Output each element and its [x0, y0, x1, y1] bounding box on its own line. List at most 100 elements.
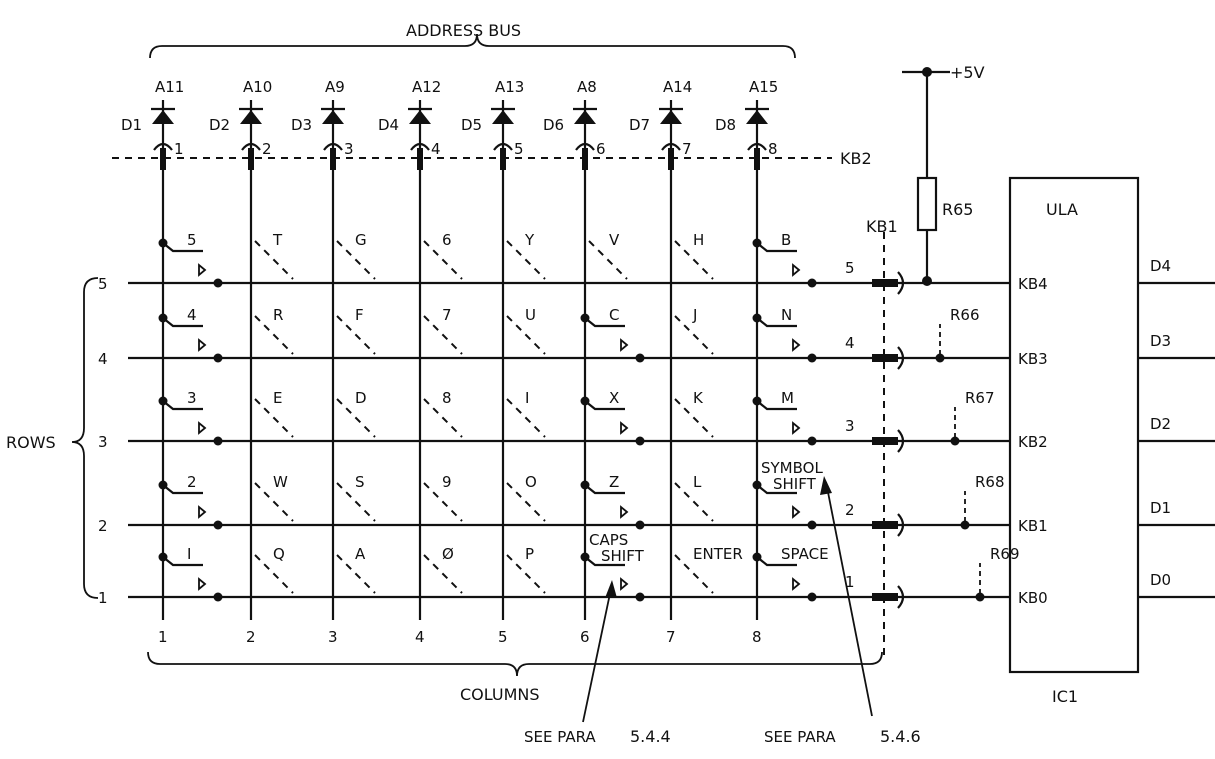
row-connector-pin	[872, 354, 898, 362]
key-dashed-link	[423, 482, 463, 522]
address-line-label: A8	[577, 78, 597, 96]
row-connector-socket	[897, 271, 905, 295]
ula-label: ULA	[1046, 200, 1078, 219]
key-label-line1: SYMBOL	[761, 459, 823, 477]
key-dashed-link	[423, 554, 463, 594]
kb2-pin-number: 6	[596, 140, 606, 158]
key-dashed-link	[506, 398, 546, 438]
switch-row-node	[807, 353, 817, 363]
row-connector-socket	[897, 585, 905, 609]
key-label-line1: CAPS	[589, 531, 628, 549]
diode-label: D5	[461, 116, 482, 134]
switch-row-node	[213, 436, 223, 446]
switch-lever	[756, 242, 797, 253]
pullup-resistor-label: R67	[965, 389, 995, 407]
key-dashed-link	[336, 554, 376, 594]
address-line-label: A12	[412, 78, 441, 96]
switch-row-node	[213, 278, 223, 288]
key-dashed-link	[336, 315, 376, 355]
address-line-label: A11	[155, 78, 184, 96]
resistor-r65-body	[916, 176, 938, 232]
switch-lever	[584, 400, 625, 411]
switch-lever	[584, 484, 625, 495]
row-pin-label: 2	[845, 501, 855, 519]
switch-lever	[162, 242, 203, 253]
switch-lever	[162, 484, 203, 495]
see-para-2-ref: 5.4.6	[880, 727, 921, 746]
switch-arrow	[792, 263, 801, 277]
row-number: 5	[98, 275, 108, 293]
switch-arrow	[620, 505, 629, 519]
row-connector-socket	[897, 513, 905, 537]
key-label: X	[609, 389, 619, 407]
pullup-node	[960, 520, 970, 530]
ula-pin-label: KB0	[1018, 589, 1048, 607]
column-number: 8	[752, 628, 762, 646]
key-dashed-link	[674, 554, 714, 594]
address-line-label: A14	[663, 78, 692, 96]
key-label: P	[525, 545, 534, 563]
kb2-pin-number: 7	[682, 140, 692, 158]
key-label: B	[781, 231, 791, 249]
data-line-label: D2	[1150, 415, 1171, 433]
switch-arrow	[198, 263, 207, 277]
see-para-1-ref: 5.4.4	[630, 727, 671, 746]
key-label: A	[355, 545, 366, 563]
key-label: K	[693, 389, 704, 407]
switch-lever	[584, 556, 625, 567]
key-label: W	[273, 473, 288, 491]
column-number: 7	[666, 628, 676, 646]
key-label-line2: SHIFT	[601, 547, 645, 565]
key-label: R	[273, 306, 283, 324]
key-dashed-link	[254, 554, 294, 594]
switch-lever	[756, 400, 797, 411]
pullup-node	[950, 436, 960, 446]
switch-row-node	[635, 592, 645, 602]
diode-label: D7	[629, 116, 650, 134]
key-dashed-link	[336, 240, 376, 280]
key-label-line2: SHIFT	[773, 475, 817, 493]
key-label: I	[525, 389, 529, 407]
switch-row-node	[213, 520, 223, 530]
row-connector-socket	[897, 346, 905, 370]
switch-arrow	[792, 505, 801, 519]
key-label: J	[692, 306, 697, 324]
diode-label: D6	[543, 116, 564, 134]
key-dashed-link	[674, 482, 714, 522]
pullup-resistor-label: R68	[975, 473, 1005, 491]
key-label: V	[609, 231, 620, 249]
row-number: 1	[98, 589, 108, 607]
key-dashed-link	[506, 240, 546, 280]
address-line-label: A15	[749, 78, 778, 96]
key-dashed-link	[674, 398, 714, 438]
key-label: 9	[442, 473, 452, 491]
switch-arrow	[620, 338, 629, 352]
key-dashed-link	[254, 315, 294, 355]
pullup-resistor-label: R69	[990, 545, 1020, 563]
schematic-static-lines	[71, 33, 1140, 723]
key-label: Ø	[442, 545, 454, 563]
column-number: 2	[246, 628, 256, 646]
switch-row-node	[807, 278, 817, 288]
key-label: O	[525, 473, 537, 491]
key-label: 2	[187, 473, 197, 491]
switch-row-node	[807, 436, 817, 446]
column-number: 6	[580, 628, 590, 646]
switch-arrow	[792, 338, 801, 352]
switch-arrow	[198, 577, 207, 591]
data-line-label: D0	[1150, 571, 1171, 589]
column-number: 4	[415, 628, 425, 646]
key-label: 4	[187, 306, 197, 324]
key-dashed-link	[674, 315, 714, 355]
see-para-2-arrowhead	[820, 476, 832, 495]
key-label: ENTER	[693, 545, 743, 563]
kb2-pin-number: 1	[174, 140, 184, 158]
switch-arrow	[198, 505, 207, 519]
key-label: L	[693, 473, 702, 491]
ula-pin-label: KB4	[1018, 275, 1048, 293]
address-line-label: A13	[495, 78, 524, 96]
key-label: G	[355, 231, 367, 249]
key-label: U	[525, 306, 536, 324]
ula-chip	[1008, 176, 1140, 674]
kb1-label: KB1	[866, 217, 898, 236]
